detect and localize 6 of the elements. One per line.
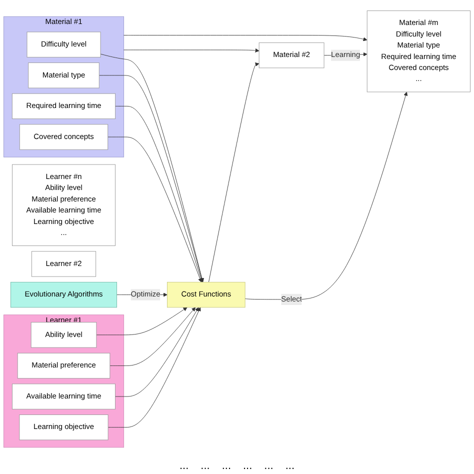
ellipsis-note: ... — [243, 460, 252, 472]
ellipsis-note: ... — [200, 460, 210, 472]
ellipsis-note: ... — [285, 460, 295, 472]
ellipsis-note: ... — [179, 460, 189, 472]
ellipsis-note: ... — [222, 460, 231, 472]
ellipsis-note: ... — [264, 460, 274, 472]
